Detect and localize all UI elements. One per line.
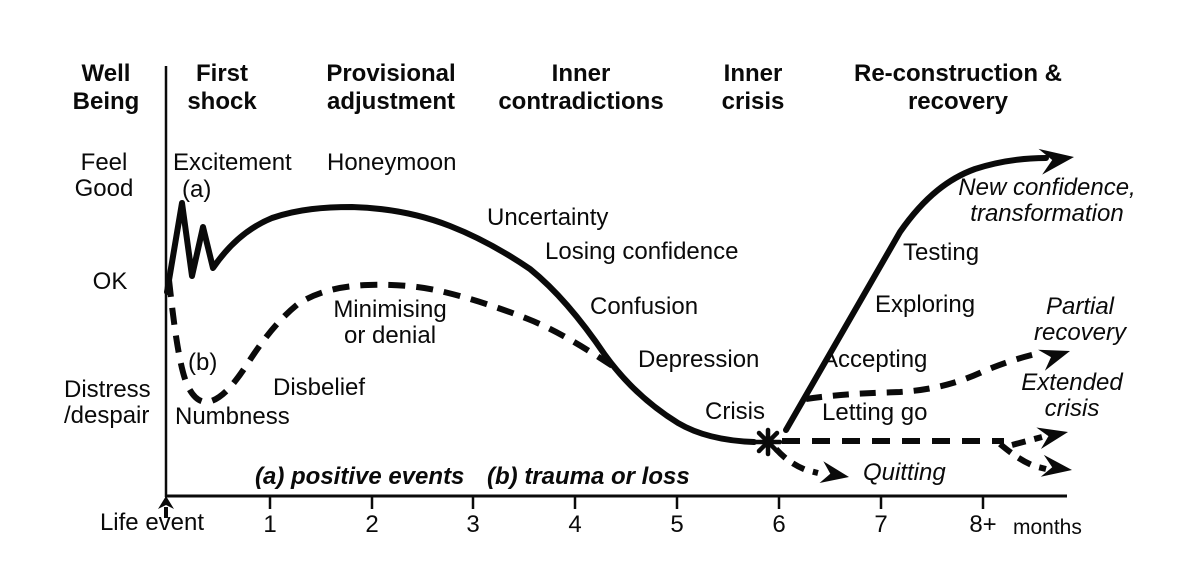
label-confusion: Confusion <box>590 293 699 320</box>
label-honeymoon: Honeymoon <box>327 149 457 176</box>
label-partial-recovery: Partial recovery <box>1033 293 1127 346</box>
label-minimising: Minimising or denial <box>333 296 447 349</box>
y-axis-title: Well Being <box>72 60 140 115</box>
label-marker-b: (b) <box>188 349 218 376</box>
x-tick-3: 3 <box>466 511 480 538</box>
x-tick-1: 1 <box>263 511 277 538</box>
x-tick-7: 7 <box>874 511 888 538</box>
label-depression: Depression <box>638 346 760 373</box>
extended-crisis-lower-arrow-icon <box>1040 454 1072 477</box>
legend-trauma-or-loss: (b) trauma or loss <box>487 463 690 490</box>
x-tick-4: 4 <box>568 511 582 538</box>
path-partial-recovery <box>805 350 1041 402</box>
label-exploring: Exploring <box>875 291 976 318</box>
curve-a-solid <box>164 200 757 445</box>
label-uncertainty: Uncertainty <box>487 204 609 231</box>
label-disbelief: Disbelief <box>273 374 366 401</box>
phase-provisional-adjustment: Provisional adjustment <box>326 60 456 115</box>
life-event-arrow-icon <box>158 496 174 509</box>
path-extended-crisis-upper-branch <box>1011 434 1043 448</box>
label-quitting: Quitting <box>863 459 946 486</box>
curve-b-dashed <box>166 279 616 406</box>
crisis-star-icon <box>753 427 783 457</box>
x-axis-origin-label: Life event <box>99 509 205 536</box>
x-axis-unit: months <box>1013 516 1082 539</box>
label-excitement: Excitement <box>173 149 292 176</box>
axes <box>158 66 1067 518</box>
x-tick-8plus: 8+ <box>969 511 997 538</box>
label-new-confidence: New confidence, transformation <box>958 174 1136 227</box>
label-crisis: Crisis <box>705 398 765 425</box>
phase-first-shock: First shock <box>187 60 257 115</box>
quitting-arrow-icon <box>819 461 849 483</box>
label-marker-a: (a) <box>182 176 212 203</box>
phase-inner-contradictions: Inner contradictions <box>498 60 664 115</box>
phase-inner-crisis: Inner crisis <box>721 60 785 115</box>
partial-recovery-arrow-icon <box>1038 349 1070 371</box>
extended-crisis-upper-arrow-icon <box>1036 427 1068 449</box>
legend-positive-events: (a) positive events <box>255 463 465 490</box>
x-tick-2: 2 <box>365 511 379 538</box>
y-level-ok: OK <box>92 268 128 295</box>
x-tick-6: 6 <box>772 511 786 538</box>
path-quitting <box>773 446 819 476</box>
curve-a-recovery <box>783 155 1049 433</box>
label-numbness: Numbness <box>175 403 290 430</box>
new-confidence-arrow-icon <box>1038 148 1074 175</box>
label-extended-crisis: Extended crisis <box>1021 369 1123 422</box>
label-testing: Testing <box>903 239 980 266</box>
label-letting-go: Letting go <box>822 399 928 426</box>
y-level-feel-good: Feel Good <box>74 149 134 202</box>
x-axis-ticks <box>268 496 985 509</box>
y-level-distress: Distress /despair <box>64 376 151 429</box>
label-accepting: Accepting <box>822 346 928 373</box>
label-losing-confidence: Losing confidence <box>545 238 739 265</box>
x-tick-5: 5 <box>670 511 684 538</box>
path-extended-crisis-lower-branch <box>998 441 1047 472</box>
phase-reconstruction-recovery: Re-construction & recovery <box>853 60 1062 115</box>
